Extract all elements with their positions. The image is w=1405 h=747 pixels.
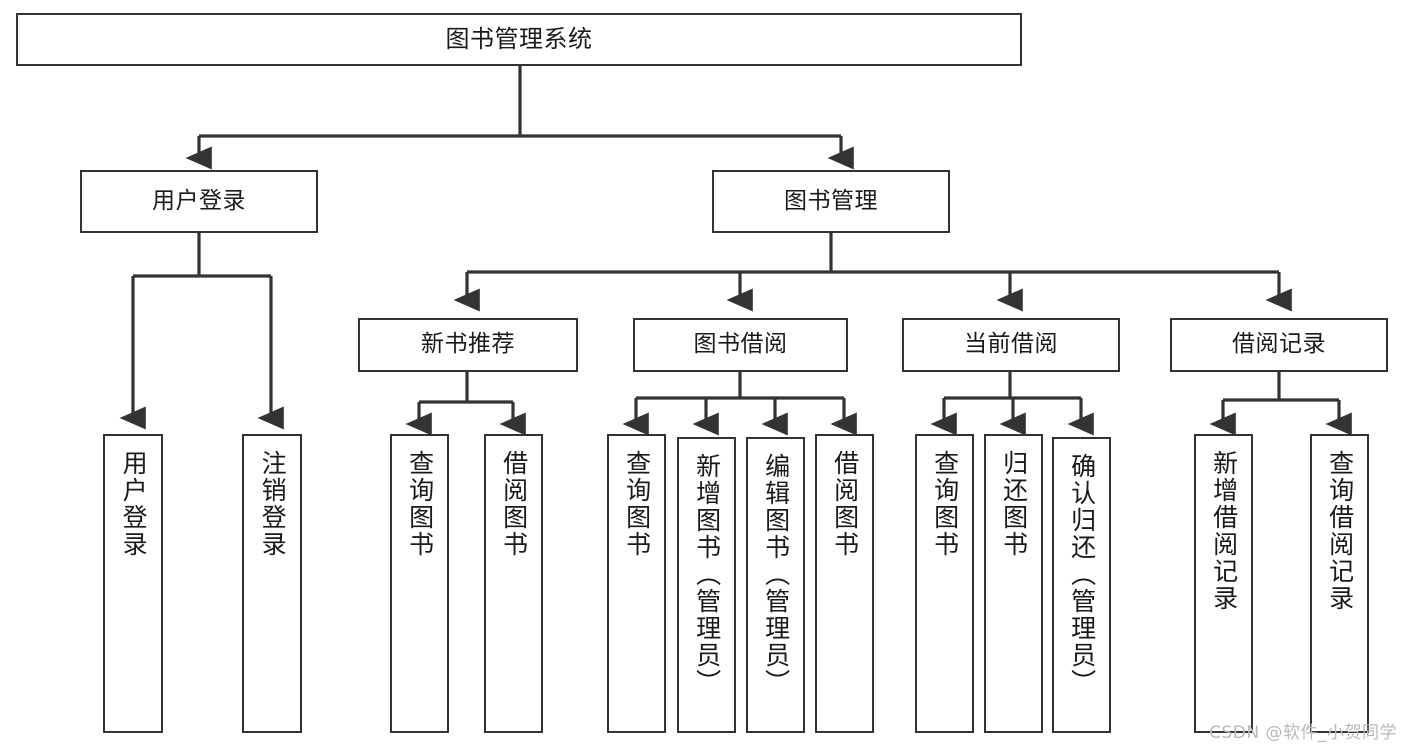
leaf-logout-login[interactable]: 注销登录 — [242, 434, 302, 733]
node-borrow-record[interactable]: 借阅记录 — [1170, 318, 1388, 372]
leaf-query-book-1-label: 查询图书 — [405, 450, 435, 558]
node-new-book-recommend-label: 新书推荐 — [421, 331, 515, 358]
leaf-borrow-book-1[interactable]: 借阅图书 — [484, 434, 543, 733]
node-root[interactable]: 图书管理系统 — [16, 13, 1022, 66]
node-borrow-record-label: 借阅记录 — [1232, 331, 1326, 358]
node-user-login-label: 用户登录 — [152, 187, 246, 214]
watermark-text: CSDN @软件_小贺同学 — [1209, 723, 1397, 743]
leaf-query-record-label: 查询借阅记录 — [1325, 450, 1355, 612]
leaf-user-login-label: 用户登录 — [119, 450, 149, 558]
leaf-add-record-label: 新增借阅记录 — [1209, 450, 1239, 612]
leaf-query-book-2[interactable]: 查询图书 — [607, 434, 666, 733]
leaf-query-book-2-label: 查询图书 — [622, 450, 652, 558]
leaf-edit-book[interactable]: 编辑图书（管理员） — [746, 437, 805, 733]
leaf-borrow-book-1-label: 借阅图书 — [499, 450, 529, 558]
leaf-borrow-book-2-label: 借阅图书 — [830, 450, 860, 558]
leaf-add-book[interactable]: 新增图书（管理员） — [677, 437, 736, 733]
leaf-borrow-book-2[interactable]: 借阅图书 — [815, 434, 874, 733]
node-book-borrow[interactable]: 图书借阅 — [633, 318, 848, 372]
node-book-manage[interactable]: 图书管理 — [712, 170, 950, 233]
leaf-logout-login-label: 注销登录 — [258, 450, 288, 558]
leaf-user-login[interactable]: 用户登录 — [103, 434, 163, 733]
leaf-query-record[interactable]: 查询借阅记录 — [1310, 434, 1369, 733]
node-book-borrow-label: 图书借阅 — [693, 331, 788, 358]
leaf-return-book-label: 归还图书 — [999, 450, 1029, 558]
leaf-edit-book-label: 编辑图书（管理员） — [761, 453, 791, 696]
leaf-query-book-3[interactable]: 查询图书 — [915, 434, 974, 733]
leaf-add-book-label: 新增图书（管理员） — [692, 453, 722, 696]
node-current-borrow-label: 当前借阅 — [964, 331, 1058, 358]
node-root-label: 图书管理系统 — [445, 25, 593, 54]
node-new-book-recommend[interactable]: 新书推荐 — [358, 318, 578, 372]
node-book-manage-label: 图书管理 — [784, 187, 878, 214]
leaf-query-book-1[interactable]: 查询图书 — [390, 434, 449, 733]
leaf-confirm-return-label: 确认归还（管理员） — [1067, 453, 1097, 696]
leaf-add-record[interactable]: 新增借阅记录 — [1194, 434, 1253, 733]
leaf-return-book[interactable]: 归还图书 — [984, 434, 1043, 733]
leaf-confirm-return[interactable]: 确认归还（管理员） — [1052, 437, 1111, 733]
leaf-query-book-3-label: 查询图书 — [930, 450, 960, 558]
node-current-borrow[interactable]: 当前借阅 — [902, 318, 1120, 372]
node-user-login[interactable]: 用户登录 — [80, 170, 318, 233]
